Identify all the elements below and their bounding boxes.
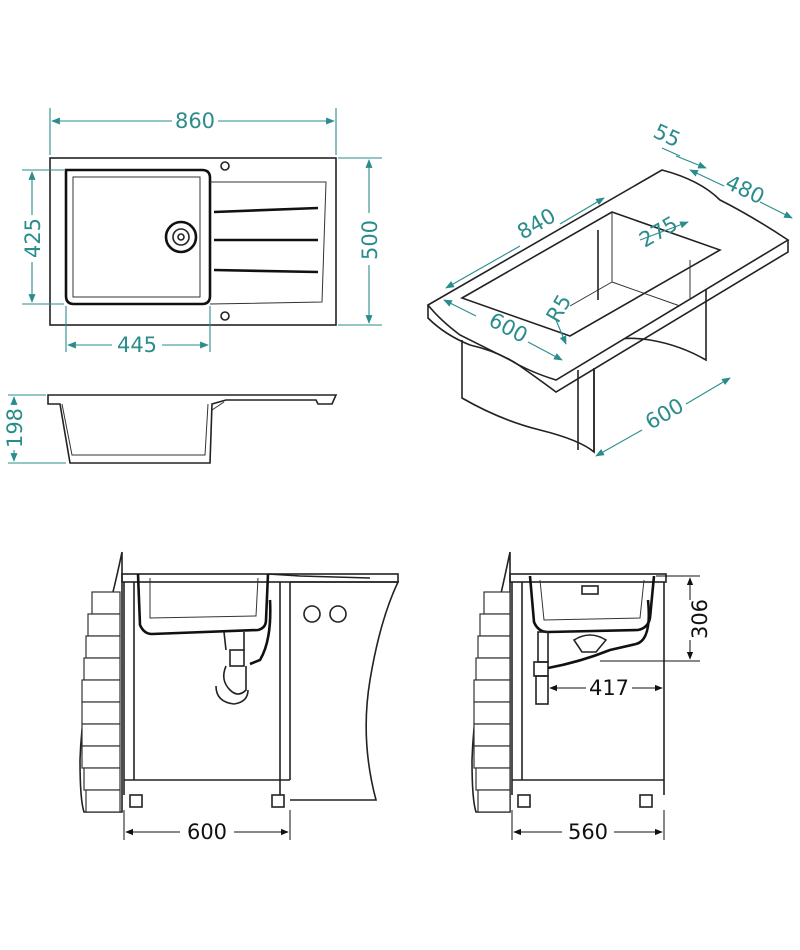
- dim-drain-offset: 417: [589, 676, 629, 700]
- dim-cabinet-width: 600: [187, 820, 227, 844]
- install-side-view: 306 417 560: [471, 551, 712, 844]
- isometric-view: 840 480 55 275 R5 600 600: [426, 119, 793, 457]
- drain-icon: [164, 220, 198, 254]
- dim-bowl-width: 445: [117, 333, 157, 357]
- dim-iso-cabinet-depth: 600: [641, 394, 688, 435]
- tap-hole-icon: [220, 161, 230, 171]
- install-front-view: 600: [79, 551, 400, 844]
- dim-bowl-depth: 425: [21, 218, 45, 258]
- top-view: 860 500 425 445: [21, 108, 382, 357]
- dim-iso-thickness: 55: [650, 119, 684, 152]
- dim-overall-depth: 500: [358, 220, 382, 260]
- dim-bowl-height: 306: [688, 599, 712, 639]
- overflow-hole-icon: [220, 311, 230, 321]
- dim-height: 198: [3, 408, 27, 448]
- dim-side-cabinet-depth: 560: [568, 820, 608, 844]
- dim-overall-width: 860: [175, 109, 215, 133]
- side-section-view: 198: [3, 394, 338, 464]
